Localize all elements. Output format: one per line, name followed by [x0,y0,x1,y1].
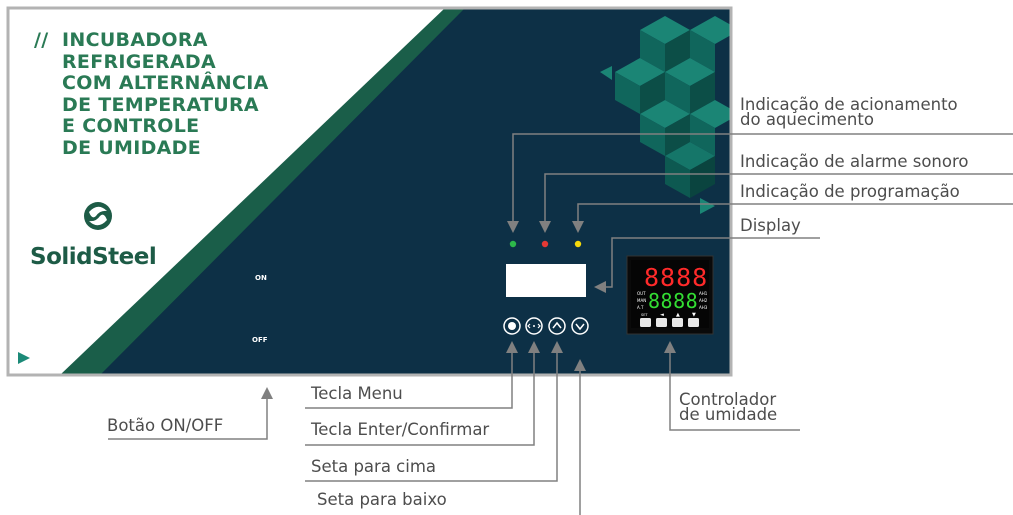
up-key-label: ▲ [676,312,680,318]
down-key-label: ▼ [692,312,696,318]
heating-led [509,240,517,248]
callout-enter-key: Tecla Enter/Confirmar [311,420,490,439]
left-key-label: ◄ [660,312,664,318]
callout-down-arrow: Seta para baixo [317,490,447,509]
controller-left-key[interactable] [656,318,667,327]
panel-border [6,6,733,377]
callout-heating-indicator: Indicação de acionamento do aquecimento [740,95,958,129]
down-arrow-key-button[interactable] [571,317,589,335]
up-arrow-key-icon [548,317,566,335]
callout-heating-line-1: Indicação de acionamento [740,95,958,114]
pv-readout: 8888 [644,263,708,292]
menu-key-button[interactable] [503,317,521,335]
title-line-4: DE TEMPERATURA [62,93,259,116]
title-line-6: DE UMIDADE [62,136,201,159]
title-line-2: REFRIGERADA [62,50,216,73]
cube-pattern [600,16,731,214]
callout-display: Display [740,216,801,235]
sv-readout: 8888 [648,289,698,313]
title-line-3: COM ALTERNÂNCIA [62,72,269,94]
leader-arrowheads [261,221,676,399]
callout-humidity-line-2: de umidade [679,405,778,424]
brand-wordmark: SolidSteel [30,244,157,270]
controller-up-key[interactable] [672,318,683,327]
humidity-controller: 8888 8888 OUT MAN A.T AH1 AH2 AH3 SET ◄ … [626,255,714,335]
enter-key-button[interactable] [525,317,543,335]
callout-on-off-button: Botão ON/OFF [107,416,224,435]
ah2-label: AH2 [699,298,708,303]
callout-up-arrow: Seta para cima [311,457,437,476]
display-window [506,264,586,297]
callout-humidity-line-1: Controlador [679,390,777,409]
callout-menu-key: Tecla Menu [311,384,403,403]
at-label: A.T [637,305,644,310]
switch-on-label: ON [255,274,267,282]
control-panel: 8888 8888 OUT MAN A.T AH1 AH2 AH3 SET ◄ … [8,8,731,375]
down-arrow-key-icon [571,317,589,335]
callout-programming-indicator: Indicação de programação [740,182,960,201]
switch-off-label: OFF [252,336,268,344]
up-arrow-key-button[interactable] [548,317,566,335]
ah1-label: AH1 [699,291,708,296]
alarm-led [541,240,549,248]
enter-key-icon [525,317,543,335]
leader-lines [108,133,1013,515]
set-key-label: SET [641,313,648,317]
callout-humidity-controller: Controlador de umidade [679,390,778,424]
menu-key-icon [503,317,521,335]
out-label: OUT [637,291,646,296]
logo-icon [84,202,112,230]
title-line-5: E CONTROLE [62,115,200,137]
ah3-label: AH3 [699,305,708,310]
callout-heating-line-2: do aquecimento [740,110,874,129]
callout-alarm-indicator: Indicação de alarme sonoro [740,152,969,171]
title-line-1: INCUBADORA [62,29,208,51]
play-arrow-icon [18,352,30,364]
controller-set-key[interactable] [640,318,651,327]
programming-led [574,240,582,248]
man-label: MAN [637,298,646,303]
controller-down-key[interactable] [688,318,699,327]
title-prefix: // [34,29,49,51]
